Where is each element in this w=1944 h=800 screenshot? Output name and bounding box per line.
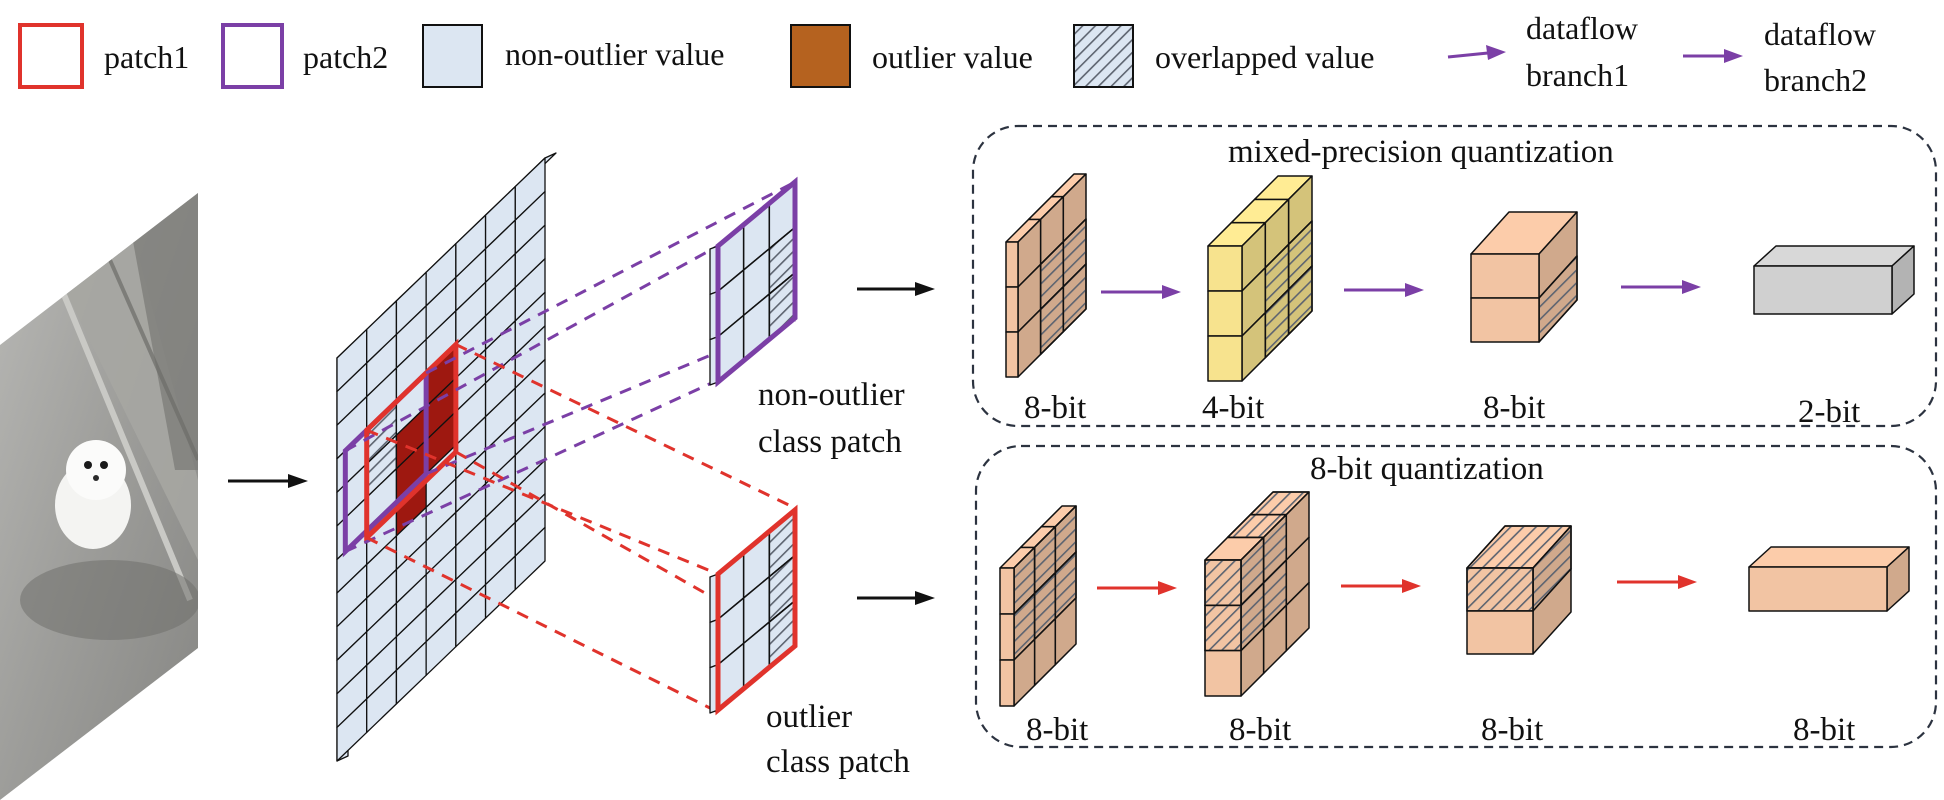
dataflow-branch2-label-line2: branch2 bbox=[1764, 62, 1867, 98]
non-outlier-class-patch bbox=[709, 176, 798, 388]
cube-front-cell bbox=[999, 613, 1015, 661]
branch1-arrow-icon bbox=[1621, 280, 1701, 294]
patch2-projection-line bbox=[344, 378, 719, 553]
branch1-block-2bit bbox=[1753, 245, 1915, 315]
cube-front-cell bbox=[1470, 297, 1540, 343]
cube-front-cell bbox=[1005, 331, 1019, 378]
cube-overlap-cell bbox=[1287, 265, 1313, 336]
branch2-bit-label: 8-bit bbox=[1026, 712, 1088, 748]
cube-front-cell bbox=[999, 659, 1015, 707]
branch2-bit-label: 8-bit bbox=[1229, 712, 1291, 748]
patch1-label: patch1 bbox=[104, 39, 189, 75]
cube-front-cell bbox=[1207, 245, 1243, 292]
outlier-patch-label-line2: class patch bbox=[766, 744, 910, 780]
eight-bit-blocks bbox=[999, 491, 1910, 707]
cube-front-cell bbox=[1207, 290, 1243, 337]
overlapped-value-label: overlapped value bbox=[1155, 39, 1374, 75]
cube-front-cell bbox=[1207, 335, 1243, 382]
patch-to-branch2-arrow-icon bbox=[857, 591, 935, 605]
cube-overlap-cell bbox=[1204, 604, 1242, 652]
branch2-bit-label: 8-bit bbox=[1793, 712, 1855, 748]
cube-front-cell bbox=[999, 567, 1015, 615]
patch2-projection-line bbox=[344, 244, 719, 453]
dataflow-branch1-label-line1: dataflow bbox=[1526, 10, 1638, 46]
cube-front-cell bbox=[1753, 265, 1893, 315]
mixed-precision-blocks bbox=[1005, 173, 1915, 382]
branch1-bit-label: 2-bit bbox=[1798, 394, 1860, 430]
branch1-block-8bit-b bbox=[1470, 211, 1578, 343]
feature-map bbox=[336, 152, 796, 762]
dataflow-branch2-arrow-icon bbox=[1683, 49, 1743, 63]
patch2-label: patch2 bbox=[303, 39, 388, 75]
branch1-bit-label: 8-bit bbox=[1024, 390, 1086, 426]
branch2-bit-label: 8-bit bbox=[1481, 712, 1543, 748]
mixed-precision-branch-box bbox=[971, 124, 1938, 428]
branch1-block-8bit-a bbox=[1005, 173, 1087, 378]
input-arrow-icon bbox=[228, 474, 308, 488]
outlier-class-patch bbox=[709, 504, 798, 716]
cube-front-cell bbox=[1466, 610, 1534, 655]
branch2-arrow-icon bbox=[1617, 575, 1697, 589]
cube-front-cell bbox=[1470, 253, 1540, 299]
patch2-projection-line bbox=[425, 318, 796, 476]
outlier-patch-border bbox=[715, 504, 798, 716]
branch1-bit-label: 4-bit bbox=[1202, 390, 1264, 426]
input-image bbox=[0, 193, 198, 800]
cube-top-cell bbox=[1748, 546, 1910, 568]
legend: patch1 patch2 non-outlier value outlier … bbox=[18, 10, 1876, 98]
cube-top-cell bbox=[1753, 245, 1915, 267]
patch2-swatch bbox=[221, 23, 284, 89]
branch1-arrow-icon bbox=[1101, 285, 1181, 299]
mixed-precision-title: mixed-precision quantization bbox=[1228, 134, 1614, 170]
branch2-block-8bit-d bbox=[1748, 546, 1910, 612]
branch1-bit-label: 8-bit bbox=[1483, 390, 1545, 426]
feature-map-cell bbox=[514, 526, 546, 591]
outlier-value-label: outlier value bbox=[872, 39, 1033, 75]
cube-overlap-cell bbox=[1062, 263, 1087, 333]
branch1-arrow-icon bbox=[1344, 283, 1424, 297]
outlier-swatch bbox=[790, 24, 851, 88]
non-outlier-patch-label-line1: non-outlier bbox=[758, 377, 905, 413]
patch1-projection-line bbox=[366, 536, 719, 714]
branch2-block-8bit-b bbox=[1204, 491, 1310, 697]
dataflow-branch2-label-line1: dataflow bbox=[1764, 16, 1876, 52]
branch2-arrow-icon bbox=[1341, 579, 1421, 593]
patch2-projection-line bbox=[425, 180, 796, 375]
patch1-swatch bbox=[18, 23, 84, 89]
eight-bit-branch-box bbox=[974, 444, 1938, 749]
cube-front-cell bbox=[1204, 649, 1242, 697]
cube-overlap-cell bbox=[1466, 567, 1534, 612]
non-outlier-swatch bbox=[422, 24, 483, 88]
non-outlier-patch-label-line2: class patch bbox=[758, 424, 902, 460]
eight-bit-title: 8-bit quantization bbox=[1310, 451, 1544, 487]
patch1-projection-line bbox=[366, 428, 719, 576]
cube-side-cell bbox=[1054, 597, 1077, 666]
non-outlier-patch-border bbox=[715, 176, 798, 388]
cube-front-cell bbox=[1005, 241, 1019, 288]
branch1-block-4bit bbox=[1207, 175, 1313, 382]
cube-side-cell bbox=[1285, 581, 1310, 652]
branch2-arrows bbox=[1097, 575, 1697, 595]
branch1-arrows bbox=[1101, 280, 1701, 299]
patch-to-branch1-arrow-icon bbox=[857, 282, 935, 296]
cube-overlap-cell bbox=[1204, 559, 1242, 607]
branch2-block-8bit-a bbox=[999, 505, 1077, 707]
branch2-block-8bit-c bbox=[1466, 525, 1572, 655]
cube-front-cell bbox=[1005, 286, 1019, 333]
non-outlier-value-label: non-outlier value bbox=[505, 36, 724, 72]
branch2-arrow-icon bbox=[1097, 581, 1177, 595]
cube-front-cell bbox=[1748, 566, 1888, 612]
dataflow-branch1-arrow-icon bbox=[1447, 45, 1506, 60]
dataflow-branch1-label-line2: branch1 bbox=[1526, 57, 1629, 93]
outlier-patch-label-line1: outlier bbox=[766, 699, 852, 735]
